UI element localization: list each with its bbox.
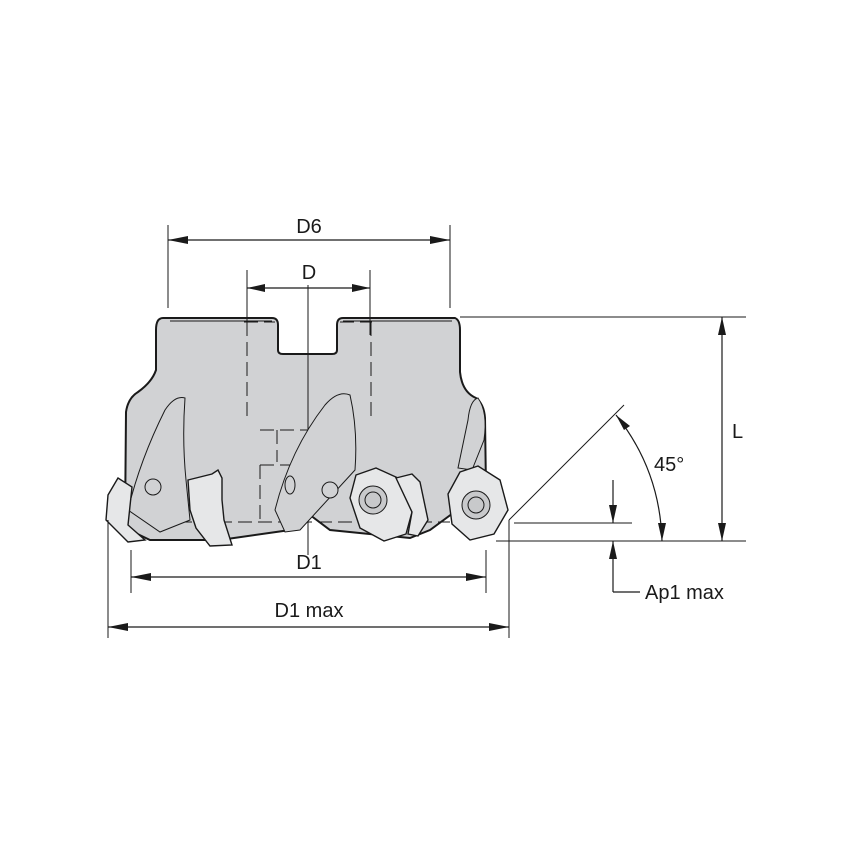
dimension-d6: D6 — [167, 216, 451, 308]
label-ap1-max: Ap1 max — [645, 582, 724, 604]
insert-right — [447, 465, 509, 541]
dimension-l: L — [460, 316, 746, 542]
dimension-d1: D1 — [130, 550, 487, 593]
label-d1: D1 — [296, 552, 322, 574]
coolant-hole-center — [284, 475, 296, 495]
label-d6: D6 — [296, 216, 322, 238]
torx-screw-icon — [364, 491, 382, 509]
dimension-d: D — [246, 262, 371, 335]
label-d1-max: D1 max — [275, 600, 344, 622]
coolant-hole-right — [321, 481, 339, 499]
dimension-angle: 45° — [508, 404, 684, 542]
dimension-ap1-max: Ap1 max — [514, 480, 724, 604]
label-d: D — [302, 262, 316, 284]
dimension-d1-max: D1 max — [107, 520, 510, 638]
coolant-hole-left — [144, 478, 162, 496]
torx-screw-icon-right — [467, 496, 485, 514]
insert-center — [349, 467, 429, 542]
label-angle: 45° — [654, 454, 684, 476]
insert-left-edge — [105, 477, 147, 543]
chip-pockets — [127, 393, 486, 533]
insert-left — [187, 468, 233, 547]
label-l: L — [732, 421, 743, 443]
